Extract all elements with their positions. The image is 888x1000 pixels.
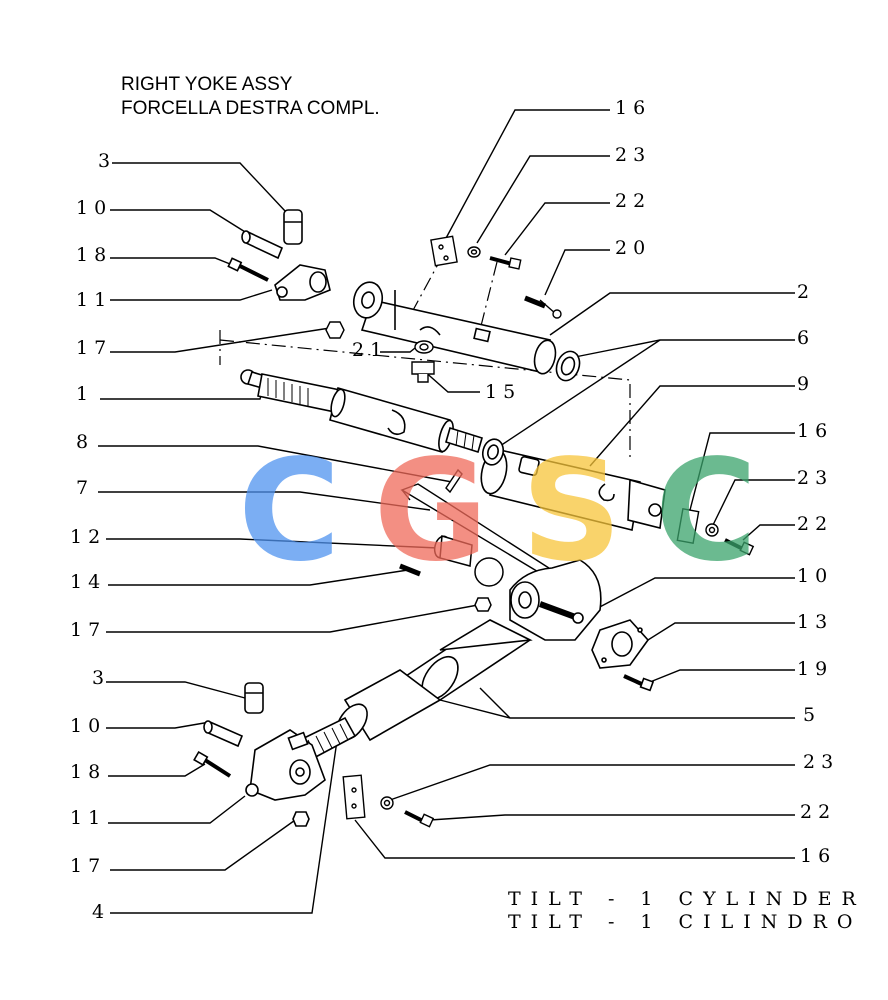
callout-12: 12 [70, 526, 107, 548]
washer-and-nut [325, 321, 435, 383]
callout-16-upper: 16 [615, 97, 652, 119]
callout-5: 5 [803, 704, 822, 726]
lower-hardware [342, 508, 755, 828]
watermark-letter-c: C [238, 430, 341, 593]
ball-pin [399, 535, 504, 612]
callout-10-lower: 10 [70, 715, 107, 737]
footer-line-en: TILT - 1 CYLINDER [508, 888, 866, 910]
watermark-letter-g: G [373, 430, 489, 593]
piston-rod [240, 369, 483, 454]
diagram-title-en: RIGHT YOKE ASSY [121, 74, 293, 95]
callout-18-lower: 18 [70, 761, 107, 783]
upper-cylinder-tube [352, 281, 557, 375]
callout-17-upper: 17 [76, 337, 113, 359]
callout-3-lower: 3 [92, 667, 111, 689]
callout-16-mid: 16 [797, 420, 834, 442]
callout-14: 14 [70, 571, 107, 593]
assembly-dashed-lines [219, 254, 631, 458]
callout-18-upper: 18 [76, 244, 113, 266]
leader-lines-left [98, 162, 479, 914]
callout-20: 20 [615, 237, 652, 259]
callout-11-upper: 11 [76, 289, 113, 311]
upper-hardware [430, 235, 562, 319]
lower-cylinder-body [480, 438, 666, 531]
lower-main-cylinder [298, 619, 533, 762]
cgsc-watermark: C G S C [238, 430, 758, 593]
callout-16-lower: 16 [800, 845, 837, 867]
callout-11-lower: 11 [70, 807, 107, 829]
callout-19: 19 [797, 658, 834, 680]
seal-ring [555, 350, 581, 382]
callout-2: 2 [797, 281, 816, 303]
callout-21: 21 [352, 339, 389, 361]
callout-4: 4 [92, 901, 111, 923]
watermark-letter-s: S [521, 430, 622, 593]
callout-3-upper: 3 [98, 150, 117, 172]
watermark-letter-c2: C [654, 430, 758, 593]
lower-left-yoke [193, 682, 326, 827]
callout-7: 7 [76, 477, 95, 499]
callout-10-right: 10 [797, 565, 834, 587]
callout-1: 1 [76, 383, 95, 405]
callout-22-mid: 22 [797, 513, 834, 535]
callout-9: 9 [797, 373, 816, 395]
diagram-title-it: FORCELLA DESTRA COMPL. [121, 98, 380, 119]
callout-22-lower: 22 [800, 801, 837, 823]
callout-23-mid: 23 [797, 467, 834, 489]
callout-15: 15 [485, 381, 522, 403]
callout-13: 13 [797, 611, 834, 633]
callout-6: 6 [797, 327, 816, 349]
upper-left-yoke [227, 209, 331, 301]
callout-8: 8 [76, 431, 95, 453]
footer-line-it: TILT - 1 CILINDRO [508, 911, 863, 933]
callout-22-upper: 22 [615, 190, 652, 212]
callout-10-upper: 10 [76, 197, 113, 219]
leader-lines-right [354, 109, 795, 859]
lower-yoke-eye [509, 559, 655, 692]
callout-17-lower: 17 [70, 855, 107, 877]
callout-23-lower: 23 [803, 751, 840, 773]
callout-17-mid: 17 [70, 619, 107, 641]
callout-23-upper: 23 [615, 144, 652, 166]
